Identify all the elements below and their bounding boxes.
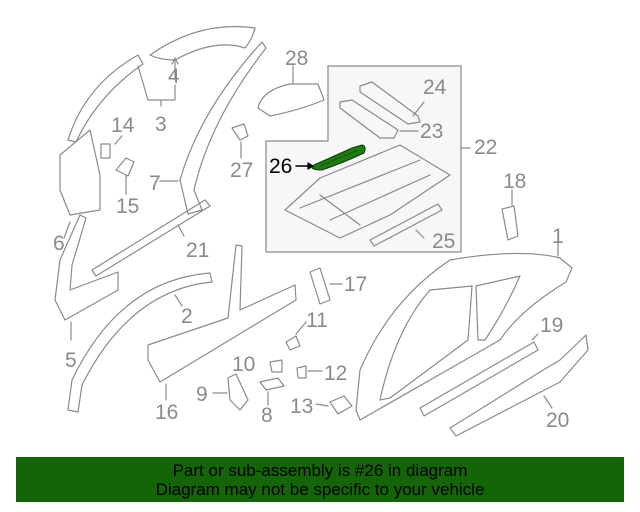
part-13-shape — [329, 395, 353, 415]
part-7-shape — [179, 41, 267, 215]
callout-24[interactable]: 24 — [423, 76, 447, 99]
parts-line-art — [54, 25, 589, 437]
callout-10[interactable]: 10 — [232, 353, 256, 376]
part-12-shape — [296, 365, 307, 379]
callout-5[interactable]: 5 — [65, 349, 77, 372]
part-20-shape — [449, 334, 589, 437]
banner-part-notice: Part or sub-assembly is #26 in diagram — [172, 460, 468, 480]
part-1-shape — [355, 252, 573, 421]
subassembly-box-22 — [265, 65, 462, 253]
part-17-shape — [309, 267, 331, 305]
callout-23[interactable]: 23 — [420, 120, 444, 143]
callout-6[interactable]: 6 — [53, 232, 65, 255]
part-5-shape — [54, 214, 119, 321]
banner-disclaimer: Diagram may not be specific to your vehi… — [155, 479, 485, 499]
part-6-shape — [59, 129, 101, 216]
part-3-shape — [67, 54, 144, 143]
part-15-shape — [115, 157, 135, 177]
part-10-shape — [269, 359, 283, 373]
callout-7[interactable]: 7 — [149, 172, 161, 195]
callout-11[interactable]: 11 — [306, 309, 328, 332]
part-27-shape — [231, 123, 249, 141]
part-4-shape — [149, 25, 256, 61]
part-8-shape — [259, 377, 285, 391]
part-18-shape — [501, 205, 519, 241]
part-24-shape — [359, 81, 421, 125]
callout-20[interactable]: 20 — [546, 409, 570, 432]
callout-8[interactable]: 8 — [261, 404, 273, 427]
part-9-shape — [227, 373, 249, 411]
callout-18[interactable]: 18 — [503, 170, 527, 193]
callout-4[interactable]: 4 — [168, 65, 180, 88]
part-23-shape — [339, 99, 399, 139]
callout-12[interactable]: 12 — [324, 362, 348, 385]
part-25-shape — [369, 203, 443, 247]
part-2-shape — [67, 272, 213, 413]
callout-14[interactable]: 14 — [111, 114, 135, 137]
callout-22[interactable]: 22 — [474, 136, 498, 159]
part-11-shape — [285, 335, 301, 351]
callout-28[interactable]: 28 — [285, 47, 309, 70]
callout-15[interactable]: 15 — [116, 195, 140, 218]
callout-16[interactable]: 16 — [155, 401, 179, 424]
part-28-shape — [257, 83, 325, 117]
callout-19[interactable]: 19 — [540, 314, 564, 337]
parts-diagram: 1 2 3 4 5 6 7 8 9 10 11 12 13 14 15 16 1… — [53, 25, 589, 437]
part-16-shape — [147, 244, 297, 383]
callout-1[interactable]: 1 — [552, 225, 564, 248]
floor-pan-shape — [284, 144, 451, 239]
callout-13[interactable]: 13 — [290, 395, 314, 418]
callout-2[interactable]: 2 — [181, 305, 193, 328]
callout-25[interactable]: 25 — [432, 230, 456, 253]
info-banner: Part or sub-assembly is #26 in diagram D… — [16, 457, 624, 502]
callout-27[interactable]: 27 — [230, 159, 254, 182]
part-19-shape — [419, 341, 539, 417]
callout-21[interactable]: 21 — [186, 239, 210, 262]
callout-17[interactable]: 17 — [344, 273, 368, 296]
callout-3[interactable]: 3 — [155, 113, 167, 136]
callout-26[interactable]: 26 — [269, 155, 293, 178]
part-14-shape — [100, 143, 111, 159]
callout-9[interactable]: 9 — [196, 383, 208, 406]
part-21-shape — [91, 199, 211, 277]
